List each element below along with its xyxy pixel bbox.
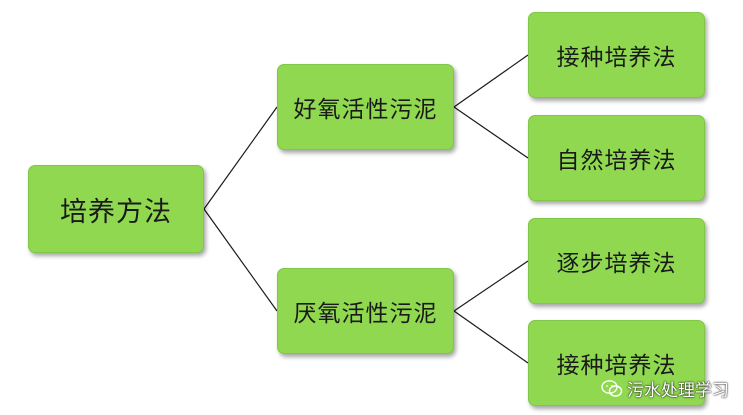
wechat-icon (601, 379, 623, 397)
connector-aerobic-leaf2 (453, 106, 529, 159)
branch-node-label: 好氧活性污泥 (293, 97, 438, 123)
branch-node-anaerobic: 厌氧活性污泥 (277, 268, 454, 354)
branch-node-label: 厌氧活性污泥 (293, 301, 438, 327)
connector-anaerobic-leaf3 (453, 260, 529, 312)
leaf-node-anaerobic-1: 逐步培养法 (528, 218, 705, 304)
leaf-node-label: 逐步培养法 (556, 251, 677, 277)
root-node-label: 培养方法 (60, 196, 172, 228)
leaf-node-aerobic-2: 自然培养法 (528, 115, 705, 201)
branch-node-aerobic: 好氧活性污泥 (277, 64, 454, 150)
connector-root-anaerobic (203, 208, 278, 312)
leaf-node-anaerobic-2: 接种培养法 (528, 320, 705, 406)
leaf-node-label: 自然培养法 (556, 148, 677, 174)
leaf-node-label: 接种培养法 (556, 45, 677, 71)
leaf-node-aerobic-1: 接种培养法 (528, 12, 705, 98)
watermark-text: 污水处理学习 (627, 381, 729, 401)
leaf-node-label: 接种培养法 (556, 353, 677, 379)
connector-root-aerobic (203, 106, 278, 210)
connector-anaerobic-leaf4 (453, 310, 529, 364)
root-node: 培养方法 (28, 165, 204, 253)
connector-aerobic-leaf1 (453, 54, 529, 108)
watermark: 污水处理学习 (601, 376, 729, 401)
